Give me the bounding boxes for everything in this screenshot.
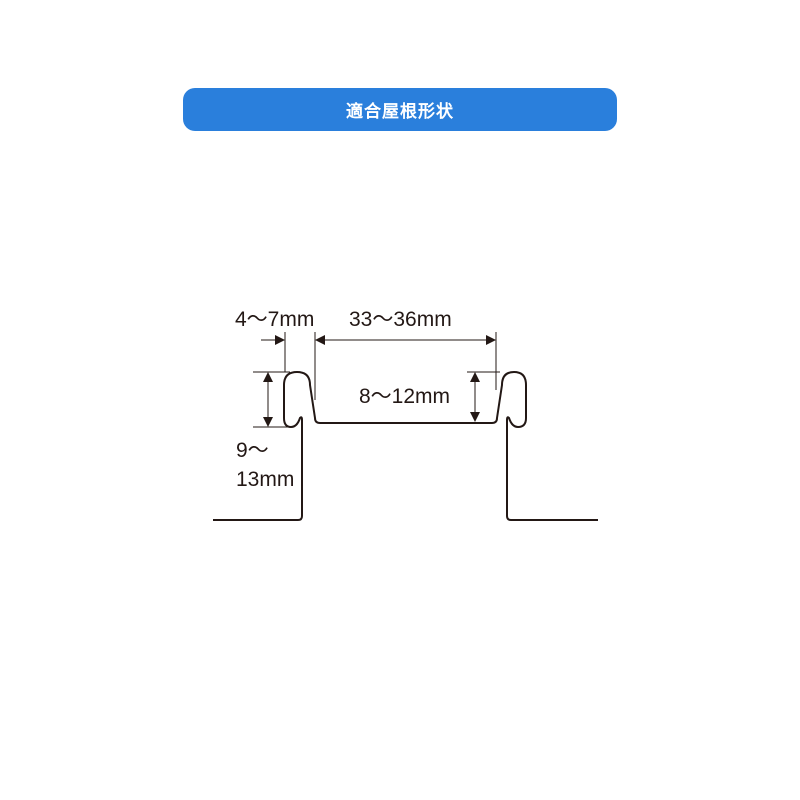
roof-profile-line	[213, 371, 598, 521]
hook-height-label-line2: 13mm	[236, 468, 294, 491]
section-title: 適合屋根形状	[183, 88, 617, 131]
channel-width-label: 33〜36mm	[349, 308, 452, 331]
hook-height-label-line1: 9〜	[236, 439, 269, 462]
hook-width-label: 4〜7mm	[235, 308, 314, 331]
channel-depth-label: 8〜12mm	[359, 385, 450, 408]
